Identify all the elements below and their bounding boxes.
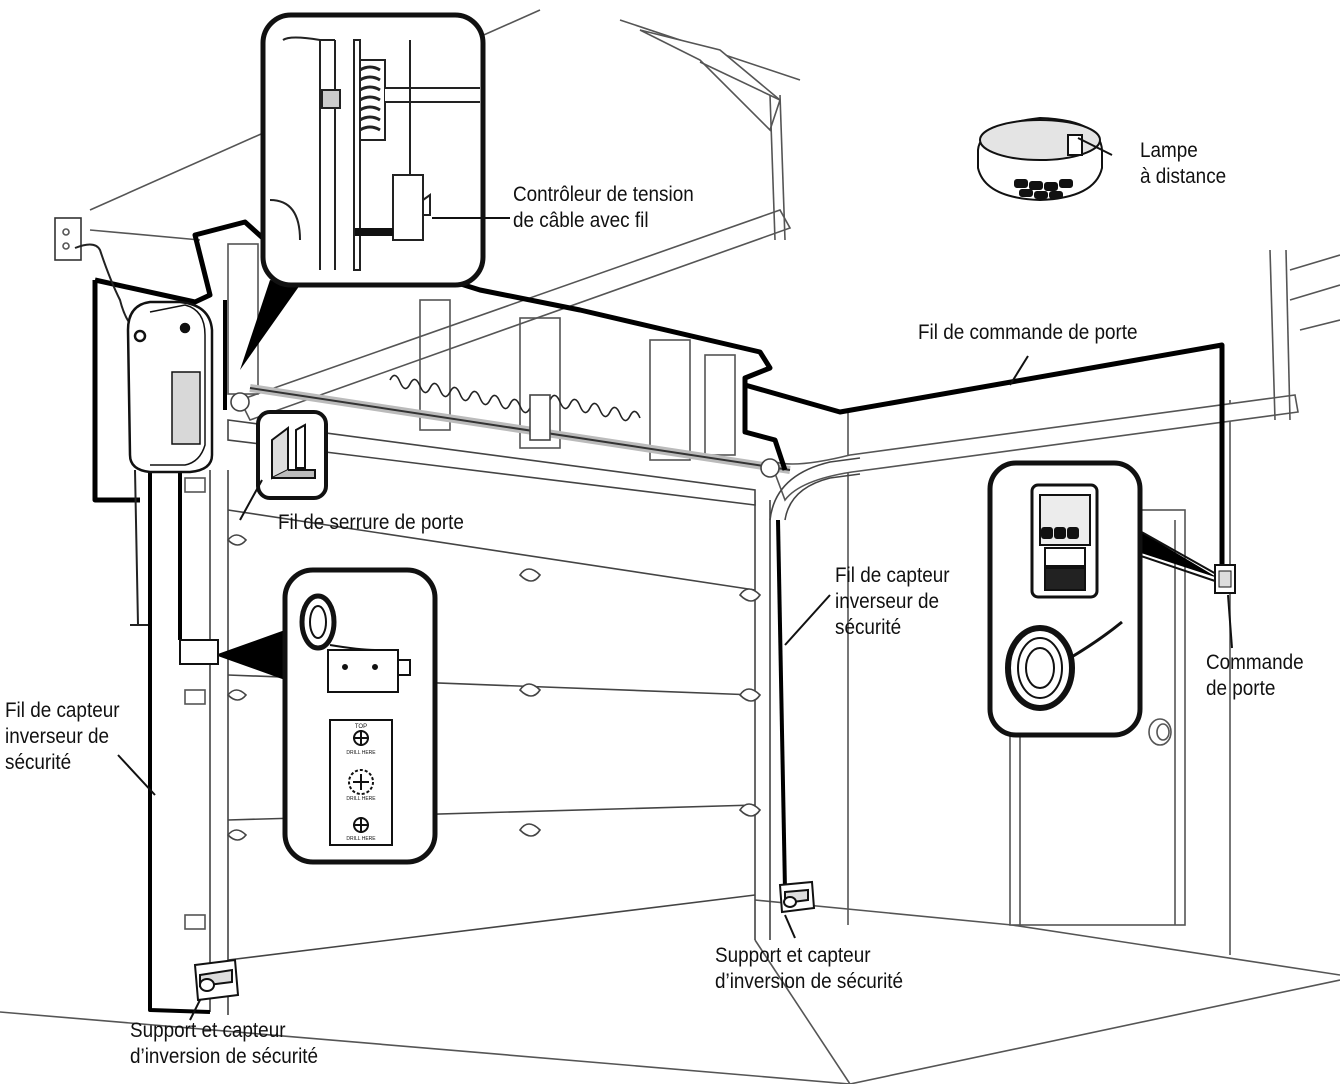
label-line: Lampe: [1140, 139, 1198, 162]
remote-light-fixture: [977, 116, 1113, 202]
label-line: Fil de capteur: [835, 564, 950, 587]
label-line: inverseur de: [5, 725, 110, 748]
label-line: sécurité: [5, 751, 72, 774]
callout-door-control: [987, 460, 1236, 738]
label-line: Support et capteur: [130, 1019, 286, 1042]
label-line: sécurité: [835, 616, 902, 639]
label-door-control-wire: Fil de commande de porte: [918, 320, 1138, 346]
label-line: inverseur de: [835, 590, 940, 613]
label-line: d’inversion de sécurité: [130, 1045, 319, 1068]
label-line: Fil de serrure de porte: [278, 511, 464, 534]
label-line: d’inversion de sécurité: [715, 970, 904, 993]
label-line: Fil de commande de porte: [918, 321, 1138, 344]
label-cable-tension-controller: Contrôleur de tension de câble avec fil: [513, 182, 694, 234]
label-line: Commande: [1206, 651, 1304, 674]
label-safety-sensor-wire-left: Fil de capteur inverseur de sécurité: [5, 698, 120, 776]
bracket-drill-text-3: DRILL HERE: [346, 836, 376, 842]
bracket-drill-text-2: DRILL HERE: [346, 796, 376, 802]
callout-door-lock: [239, 410, 328, 521]
callout-safety-sensor: TOP DRILL HERE DRILL HERE DRILL HERE: [179, 567, 438, 865]
callout-cable-tension-controller: [240, 12, 510, 370]
label-safety-sensor-wire-right: Fil de capteur inverseur de sécurité: [835, 563, 950, 641]
label-line: de câble avec fil: [513, 209, 649, 232]
label-remote-light: Lampe à distance: [1140, 138, 1226, 190]
wiring: [92, 219, 1225, 1014]
label-door-control: Commande de porte: [1206, 650, 1304, 702]
power-cord: [74, 243, 148, 626]
opener-motor-unit: [126, 300, 214, 474]
bracket-top-text: TOP: [355, 724, 367, 730]
label-line: de porte: [1206, 677, 1276, 700]
label-door-lock-wire: Fil de serrure de porte: [278, 510, 464, 536]
label-line: Contrôleur de tension: [513, 183, 694, 206]
bracket-drill-text-1: DRILL HERE: [346, 750, 376, 756]
label-line: à distance: [1140, 165, 1227, 188]
garage-door: [184, 374, 861, 1015]
label-line: Fil de capteur: [5, 699, 120, 722]
leader-lines: [117, 355, 1233, 1021]
right-floor-sensor: [778, 880, 816, 914]
label-line: Support et capteur: [715, 944, 871, 967]
label-bracket-sensor-right: Support et capteur d’inversion de sécuri…: [715, 943, 903, 995]
left-floor-sensor: [193, 958, 240, 1002]
label-bracket-sensor-left: Support et capteur d’inversion de sécuri…: [130, 1018, 318, 1070]
